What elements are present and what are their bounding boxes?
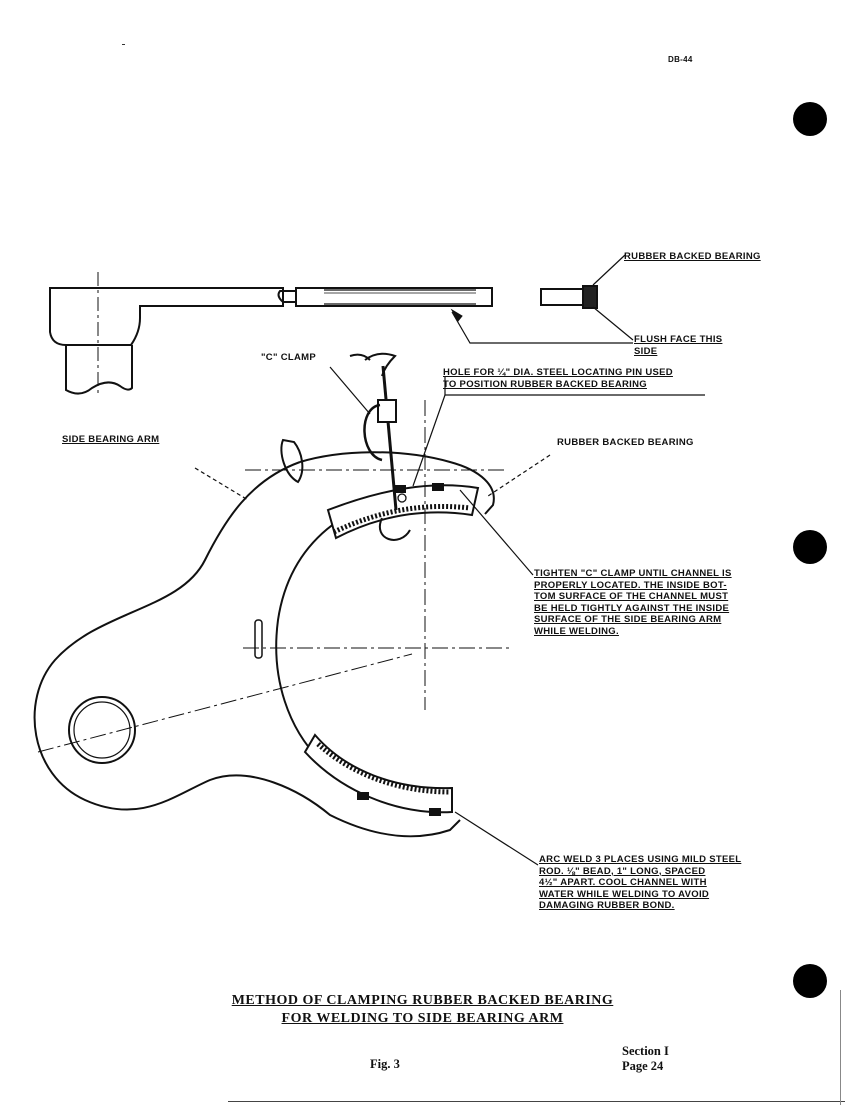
note-line: WATER WHILE WELDING TO AVOID: [539, 888, 710, 900]
document-code: DB-44: [668, 55, 693, 64]
section-label: Section I: [622, 1044, 669, 1058]
note-arc-weld: ARC WELD 3 PLACES USING MILD STEEL ROD. …: [539, 854, 741, 912]
figure-caption: METHOD OF CLAMPING RUBBER BACKED BEARING…: [0, 992, 845, 1028]
label-c-clamp: "C" CLAMP: [261, 352, 316, 363]
side-bearing-arm-plan: [33, 352, 495, 838]
note-line: TIGHTEN "C" CLAMP UNTIL CHANNEL IS: [534, 568, 732, 579]
arm-side-view: [49, 272, 493, 395]
note-line: TOM SURFACE OF THE CHANNEL MUST: [534, 591, 729, 602]
label-line: HOLE FOR ¼" DIA. STEEL LOCATING PIN USED: [443, 367, 673, 378]
label-flush-face: FLUSH FACE THIS SIDE: [634, 334, 723, 357]
punch-hole-top: [793, 102, 827, 136]
punch-hole-middle: [793, 530, 827, 564]
note-tighten-clamp: TIGHTEN "C" CLAMP UNTIL CHANNEL IS PROPE…: [534, 568, 732, 637]
note-line: ARC WELD 3 PLACES USING MILD STEEL: [539, 854, 742, 865]
note-line: SURFACE OF THE SIDE BEARING ARM: [534, 614, 722, 625]
label-rubber-backed-bearing: RUBBER BACKED BEARING: [557, 437, 694, 448]
label-line: TO POSITION RUBBER BACKED BEARING: [443, 378, 647, 390]
note-line: WHILE WELDING.: [534, 625, 619, 637]
bottom-rule: [228, 1101, 845, 1102]
label-side-bearing-arm: SIDE BEARING ARM: [62, 434, 160, 445]
page-label: Page 24: [622, 1059, 664, 1073]
note-line: BE HELD TIGHTLY AGAINST THE INSIDE: [534, 602, 730, 614]
speck: [122, 44, 125, 45]
caption-line-2: FOR WELDING TO SIDE BEARING ARM: [281, 1011, 564, 1026]
note-line: PROPERLY LOCATED. THE INSIDE BOT-: [534, 579, 727, 591]
label-rubber-backed-bearing-top: RUBBER BACKED BEARING: [624, 251, 761, 263]
note-line: 4½" APART. COOL CHANNEL WITH: [539, 877, 707, 888]
note-line: ROD. ⅛" BEAD, 1" LONG, SPACED: [539, 865, 706, 877]
note-line: DAMAGING RUBBER BOND.: [539, 900, 675, 911]
bearing-end-view: [540, 285, 598, 309]
edge-rule: [840, 990, 841, 1105]
caption-line-1: METHOD OF CLAMPING RUBBER BACKED BEARING: [231, 993, 614, 1008]
punch-hole-bottom: [793, 964, 827, 998]
figure-number: Fig. 3: [370, 1057, 400, 1071]
label-text: RUBBER BACKED BEARING: [624, 251, 761, 262]
section-page: Section I Page 24: [622, 1044, 669, 1074]
label-hole-locating-pin: HOLE FOR ¼" DIA. STEEL LOCATING PIN USED…: [443, 367, 673, 390]
